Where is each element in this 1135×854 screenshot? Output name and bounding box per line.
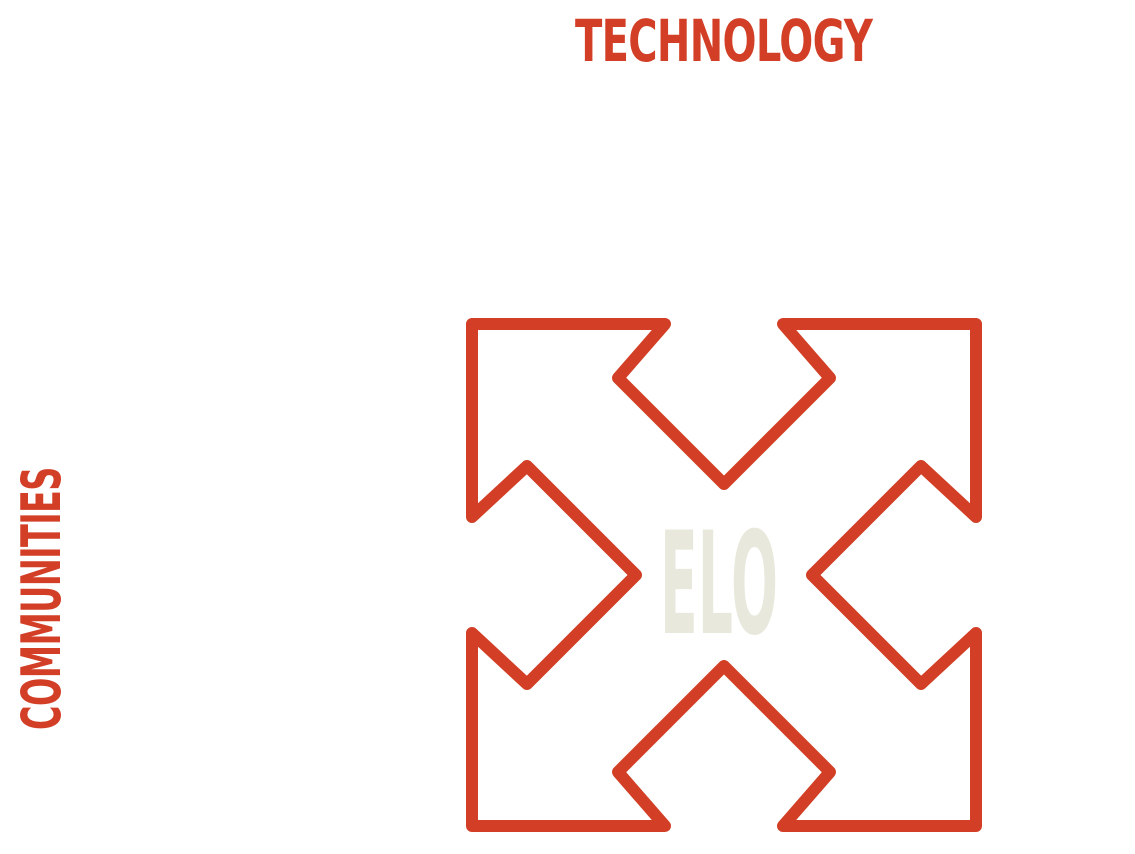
arrow-top-left-icon [466,318,982,832]
center-label: ELO [660,502,778,667]
